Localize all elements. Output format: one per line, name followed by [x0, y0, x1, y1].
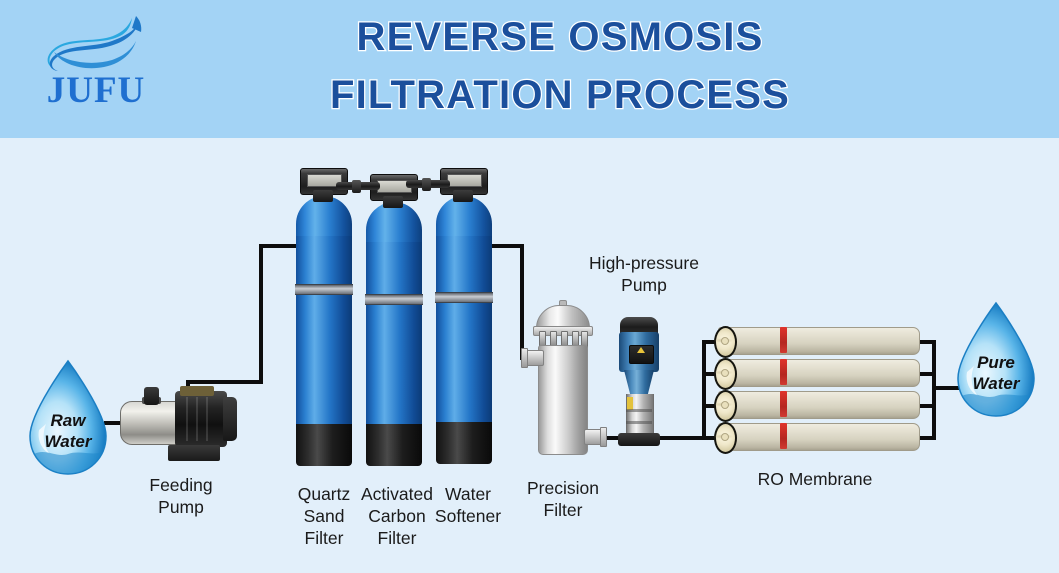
- ro-membrane-element-2: [706, 358, 920, 390]
- membrane-red-stripe: [780, 423, 787, 449]
- membrane-vessel: [718, 359, 920, 387]
- pipe-softener-out: [470, 244, 524, 248]
- valve-union-2: [422, 178, 431, 191]
- pipe-feedpump-to-tank1: [259, 244, 309, 248]
- ro-membrane-label: RO Membrane: [757, 469, 873, 489]
- ro-membrane-element-3: [706, 390, 920, 422]
- page-title: REVERSE OSMOSIS FILTRATION PROCESS: [210, 8, 910, 124]
- tank-base: [436, 422, 492, 464]
- pipe-precision-to-hp-pump: [588, 436, 628, 440]
- quartz-sand-filter-label: Quartz Sand Filter: [297, 484, 351, 548]
- wave-fish-logo-icon: [47, 16, 142, 71]
- membrane-vessel: [718, 327, 920, 355]
- membrane-permeate-core: [721, 369, 729, 377]
- membrane-vessel: [718, 423, 920, 451]
- feeding-pump-terminal-box: [180, 386, 214, 396]
- tank-dome: [436, 196, 492, 242]
- tank-dome: [296, 196, 352, 242]
- pipe-inlet-branch-1: [702, 340, 720, 344]
- tank-band: [295, 284, 353, 295]
- pipe-to-pure-water: [932, 386, 962, 390]
- valve-display: [307, 174, 342, 187]
- high-pressure-pump: [612, 317, 668, 447]
- pipe-outlet-branch-2: [916, 372, 936, 376]
- pipe-inlet-branch-2: [702, 372, 720, 376]
- high-pressure-pump-base: [618, 433, 660, 446]
- title-line-1: REVERSE OSMOSIS: [355, 14, 764, 61]
- quartz-sand-filter-tank: [295, 196, 353, 466]
- high-pressure-pump-sticker: [627, 397, 633, 410]
- high-pressure-pump-lantern-bracket: [624, 370, 654, 396]
- pipe-outlet-branch-3: [916, 404, 936, 408]
- precision-filter-outlet-cap: [600, 427, 607, 447]
- membrane-red-stripe: [780, 327, 787, 353]
- tank-body: [366, 242, 422, 432]
- pipe-feedpump-riser-2: [259, 244, 263, 382]
- membrane-red-stripe: [780, 391, 787, 417]
- activated-carbon-filter-label: Activated Carbon Filter: [361, 484, 433, 548]
- activated-carbon-filter-valve-neck: [383, 196, 403, 208]
- feeding-pump-label: Feeding Pump: [149, 475, 213, 517]
- stage-ring-2: [626, 421, 652, 424]
- pipe-hp-pump-out: [650, 436, 706, 440]
- pipe-outlet-branch-4: [916, 436, 936, 440]
- quartz-sand-filter-valve-neck: [313, 190, 333, 202]
- pipe-inlet-branch-3: [702, 404, 720, 408]
- tank-band: [435, 292, 493, 303]
- membrane-outlet-manifold: [932, 340, 936, 440]
- tank-dome: [366, 202, 422, 248]
- high-pressure-pump-nameplate: [629, 345, 654, 364]
- precision-filter-inlet-cap: [521, 348, 528, 368]
- feeding-pump-fin-3: [206, 397, 208, 441]
- feeding-pump-port-cap: [144, 387, 159, 405]
- membrane-vessel: [718, 391, 920, 419]
- pure-water-drop: Pure Water: [948, 300, 1044, 420]
- title-line-2: FILTRATION PROCESS: [329, 72, 791, 119]
- precision-filter: [521, 300, 607, 457]
- feeding-pump: [120, 383, 238, 465]
- high-pressure-pump-label: High-pressure Pump: [589, 253, 699, 295]
- valve-union-1: [352, 180, 361, 193]
- water-drop-icon: [29, 359, 107, 475]
- membrane-red-stripe: [780, 359, 787, 385]
- tank-base: [296, 424, 352, 466]
- water-softener-valve-neck: [453, 190, 473, 202]
- raw-water-label: Raw Water: [44, 411, 92, 451]
- pure-water-label: Pure Water: [972, 353, 1020, 393]
- pipe-inlet-branch-4: [702, 436, 720, 440]
- feeding-pump-fan-cover: [223, 397, 237, 441]
- raw-water-drop: Raw Water: [20, 358, 116, 478]
- warning-triangle-icon: [637, 347, 645, 353]
- brand-logo-text: JUFU: [46, 70, 146, 111]
- tank-body: [296, 236, 352, 428]
- pipe-to-precision-drop: [520, 244, 524, 358]
- tank-base: [366, 424, 422, 466]
- water-softener-label: Water Softener: [434, 484, 502, 526]
- feeding-pump-base-plate: [168, 445, 220, 461]
- tank-band: [365, 294, 423, 305]
- feeding-pump-fin-2: [196, 397, 198, 441]
- precision-filter-housing: [538, 345, 588, 455]
- brand-logo: JUFU: [26, 14, 166, 122]
- tank-body: [436, 236, 492, 428]
- pipe-outlet-branch-1: [916, 340, 936, 344]
- ro-membrane-element-4: [706, 422, 920, 454]
- water-softener-tank: [435, 196, 493, 464]
- stage-ring-1: [626, 409, 652, 412]
- pipe-feedpump-run-1: [186, 380, 263, 384]
- water-drop-icon: [957, 301, 1035, 417]
- membrane-inlet-manifold: [702, 340, 706, 438]
- ro-membrane-element-1: [706, 326, 920, 358]
- membrane-permeate-core: [721, 337, 729, 345]
- precision-filter-label: Precision Filter: [527, 478, 599, 520]
- membrane-permeate-core: [721, 433, 729, 441]
- valve-display: [447, 174, 482, 187]
- feeding-pump-motor: [175, 391, 227, 447]
- high-pressure-pump-motor-cap: [620, 317, 658, 335]
- activated-carbon-filter-tank: [365, 202, 423, 466]
- feeding-pump-fin-1: [186, 397, 188, 441]
- pipe-raw-to-feeding-pump: [104, 421, 130, 425]
- header-banner: JUFU REVERSE OSMOSIS FILTRATION PROCESS: [0, 0, 1059, 138]
- membrane-permeate-core: [721, 401, 729, 409]
